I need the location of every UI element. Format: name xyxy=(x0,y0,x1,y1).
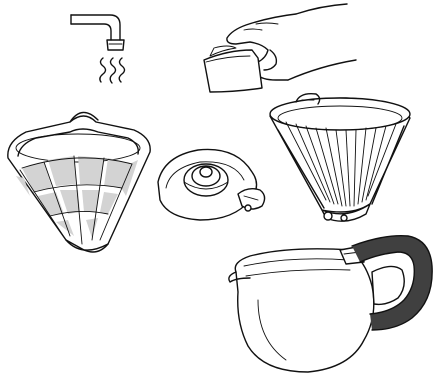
filter-funnel-icon xyxy=(270,94,410,222)
mesh-filter-icon xyxy=(8,112,150,252)
hand-with-cloth-icon xyxy=(204,4,356,92)
water-tap-icon xyxy=(71,15,125,83)
carafe-icon xyxy=(229,236,432,372)
valve-lid-icon xyxy=(158,149,265,220)
